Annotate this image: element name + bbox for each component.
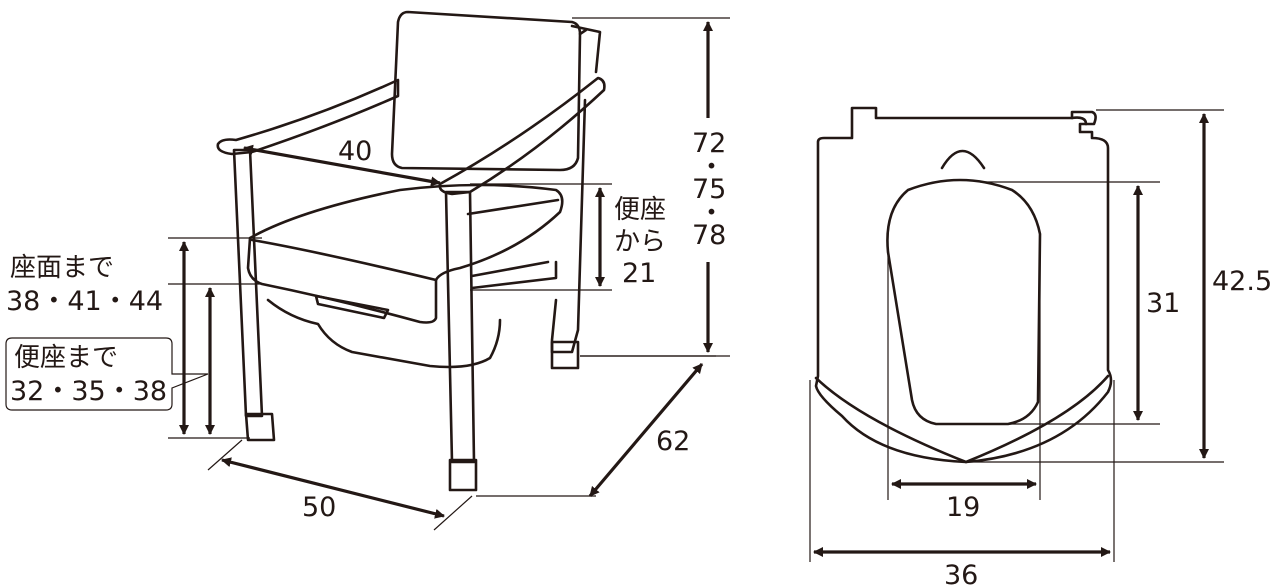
bucket <box>266 294 502 369</box>
armrest-right <box>438 76 606 196</box>
toilet-seat-height-values: 32・35・38 <box>10 376 167 407</box>
plate-labels: 31 42.5 19 36 <box>944 266 1272 586</box>
height-label-2: 75 <box>692 174 726 205</box>
front-leg-left-cap <box>244 412 276 442</box>
seat-plate-lower-edge <box>814 374 1110 464</box>
height-label-1: 72 <box>692 128 726 159</box>
back-leg-right <box>550 98 587 354</box>
height-dot-1: ・ <box>698 152 725 183</box>
side-rail <box>470 260 558 290</box>
toilet-seat-height-title: 便座まで <box>14 343 118 373</box>
chair-dimension-arrows <box>179 21 713 519</box>
depth-label: 62 <box>656 426 690 457</box>
total-width-label: 36 <box>944 560 978 586</box>
back-cushion <box>390 10 582 172</box>
opening-width-label: 19 <box>946 492 980 523</box>
armrest-width-label: 40 <box>338 136 372 167</box>
width-label: 50 <box>302 492 336 523</box>
seat-plate-opening <box>886 178 1042 426</box>
width-50-arrow <box>221 457 445 519</box>
seat-plate-handle <box>940 116 1088 170</box>
seat-height-title: 座面まで <box>10 253 114 283</box>
depth-62-arrow <box>588 362 704 498</box>
callout-bubble <box>5 337 209 411</box>
seat-height-values: 38・41・44 <box>6 286 163 317</box>
back-leg-right-cap <box>550 340 580 370</box>
back-frame <box>570 24 602 74</box>
commode-chair-drawing <box>216 10 606 492</box>
seat-plate-drawing <box>814 106 1113 464</box>
seat-front-edge <box>250 198 560 282</box>
height-dot-2: ・ <box>698 198 725 229</box>
opening-length-label: 31 <box>1146 288 1180 319</box>
seat-offset-value: 21 <box>622 258 656 289</box>
height-label-3: 78 <box>692 220 726 251</box>
plate-dimension-arrows <box>813 113 1209 557</box>
armrest-left <box>216 78 400 156</box>
chair-labels: 40 72 ・ 75 ・ 78 便座 から 21 座面まで 38・41・44 便… <box>6 128 726 523</box>
seat-plate-outline <box>814 106 1113 464</box>
chair-extension-lines <box>168 17 730 531</box>
front-leg-right <box>444 190 476 464</box>
plate-extension-lines <box>809 109 1224 562</box>
seat-offset-line1: 便座 <box>614 195 666 225</box>
seat-offset-line2: から <box>614 227 666 257</box>
total-length-label: 42.5 <box>1212 266 1272 297</box>
front-leg-right-cap <box>448 458 478 492</box>
width-40-arrow <box>243 144 441 187</box>
